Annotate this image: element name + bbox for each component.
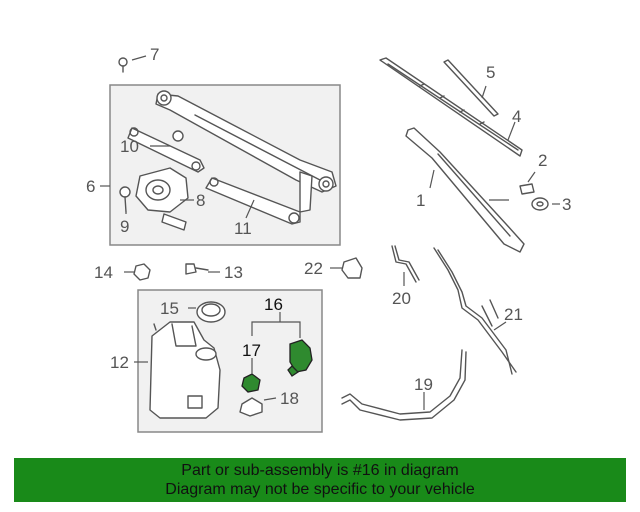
clip: [118, 57, 128, 73]
callout-8: 8: [196, 191, 205, 210]
grommet: [341, 257, 363, 279]
washer-reservoir: [149, 321, 221, 419]
banner-line-disclaimer: Diagram may not be specific to your vehi…: [165, 481, 475, 498]
washer-hose-short: [391, 245, 420, 283]
bolt: [119, 186, 131, 213]
callout-19: 19: [414, 375, 433, 394]
bushing: [172, 130, 184, 142]
callout-21: 21: [504, 305, 523, 324]
callout-10: 10: [120, 137, 139, 156]
callout-5: 5: [486, 63, 495, 82]
wiper-motor: [135, 167, 189, 231]
pivot-cap: [531, 197, 549, 211]
reservoir-cap: [196, 301, 226, 323]
callout-18: 18: [280, 389, 299, 408]
callout-7: 7: [150, 45, 159, 64]
callout-16: 16: [264, 295, 283, 314]
callout-12: 12: [110, 353, 129, 372]
callout-14: 14: [94, 263, 113, 282]
callout-22: 22: [304, 259, 323, 278]
hex-bolt: [185, 263, 209, 275]
level-sensor: [239, 397, 263, 417]
info-banner: Part or sub-assembly is #16 in diagram D…: [14, 458, 626, 502]
callout-17: 17: [242, 341, 261, 360]
callout-15: 15: [160, 299, 179, 318]
banner-line-part: Part or sub-assembly is #16 in diagram: [181, 462, 459, 479]
callout-9: 9: [120, 217, 129, 236]
washer-pump-highlighted: [287, 339, 313, 377]
wiper-arm: [405, 127, 525, 253]
callout-labels: 7 5 4 2 3 1 10 6 8 9 11 14 13 22 20 21 1…: [86, 45, 571, 408]
callout-13: 13: [224, 263, 243, 282]
nut: [519, 183, 535, 195]
linkage-rod: [127, 127, 205, 173]
hex-nut: [133, 263, 151, 281]
callout-20: 20: [392, 289, 411, 308]
leader-lines: [100, 55, 560, 410]
wiper-blade: [379, 57, 523, 157]
callout-6: 6: [86, 177, 95, 196]
callout-4: 4: [512, 107, 521, 126]
wiper-linkage: [155, 90, 337, 213]
callout-2: 2: [538, 151, 547, 170]
callout-1: 1: [416, 191, 425, 210]
callout-11: 11: [234, 219, 252, 238]
callout-3: 3: [562, 195, 571, 214]
washer-hose-long: [433, 247, 517, 375]
washer-hose-bottom: [341, 349, 467, 421]
blade-refill: [443, 59, 499, 117]
